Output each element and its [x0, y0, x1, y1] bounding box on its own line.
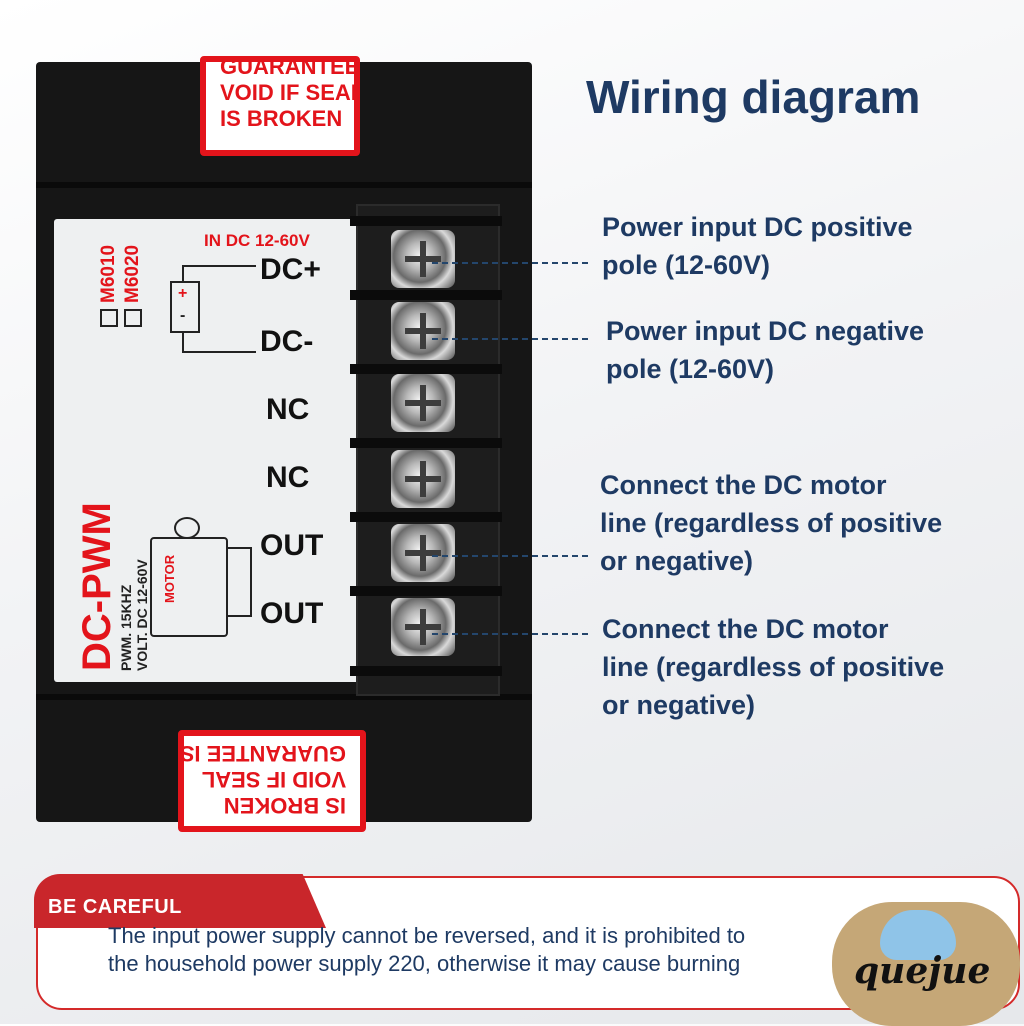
product-name: DC-PWM — [75, 502, 119, 671]
note-line: pole (12-60V) — [606, 354, 775, 384]
note-line: Connect the DC motor — [602, 614, 889, 644]
note-motor-out-2: Connect the DC motor line (regardless of… — [602, 610, 944, 724]
screw-terminal-out — [391, 598, 455, 656]
label-panel: IN DC 12-60V M6010 M6020 + - DC-PWM — [54, 219, 369, 682]
note-line: pole (12-60V) — [602, 250, 771, 280]
device-groove — [36, 182, 532, 188]
screw-terminal-nc — [391, 450, 455, 508]
terminal-label-dc-positive: DC+ — [260, 253, 321, 286]
leader-line-out — [432, 555, 588, 557]
note-line: or negative) — [602, 690, 756, 720]
model-list: M6010 M6020 — [98, 245, 144, 327]
terminal-label-nc: NC — [266, 461, 310, 494]
terminal-divider — [350, 666, 502, 676]
device-groove — [36, 694, 532, 700]
seal-line: VOID IF SEAL — [220, 80, 360, 105]
seal-line: IS BROKEN — [220, 106, 343, 131]
spec-voltage: VOLT. DC 12-60V — [134, 559, 150, 671]
terminal-divider — [350, 438, 502, 448]
screw-terminal-dc-positive — [391, 230, 455, 288]
motor-label: MOTOR — [162, 554, 177, 603]
terminal-block — [350, 204, 502, 696]
note-line: or negative) — [600, 546, 754, 576]
seal-line: GUARANTEE IS — [220, 56, 360, 79]
terminal-divider — [350, 216, 502, 226]
terminal-divider — [350, 512, 502, 522]
terminal-label-nc: NC — [266, 393, 310, 426]
leader-line-dc-negative — [432, 338, 588, 340]
note-dc-positive: Power input DC positive pole (12-60V) — [602, 208, 913, 284]
seal-line: GUARANTEE IS — [179, 741, 346, 766]
warning-tag-label: BE CAREFUL — [48, 896, 182, 918]
seal-line: IS BROKEN — [223, 793, 346, 818]
leader-line-dc-positive — [432, 262, 588, 264]
warranty-seal-bottom: IS BROKEN VOID IF SEAL GUARANTEE IS — [178, 730, 366, 832]
terminal-label-out: OUT — [260, 529, 324, 562]
wire-negative — [182, 331, 256, 353]
wire-positive — [182, 265, 256, 283]
screw-terminal-nc — [391, 374, 455, 432]
page-title: Wiring diagram — [586, 71, 921, 123]
battery-symbol: + - — [170, 281, 200, 333]
brand-logo-text: quejue — [854, 950, 991, 992]
input-voltage-label: IN DC 12-60V — [204, 231, 310, 250]
spec-frequency: PWM. 15KHZ — [118, 584, 134, 671]
warning-line: the household power supply 220, otherwis… — [108, 951, 741, 976]
note-dc-negative: Power input DC negative pole (12-60V) — [606, 312, 924, 388]
terminal-label-out: OUT — [260, 597, 324, 630]
note-line: Connect the DC motor — [600, 470, 887, 500]
screw-terminal-out — [391, 524, 455, 582]
terminal-divider — [350, 586, 502, 596]
warranty-seal-top: GUARANTEE IS VOID IF SEAL IS BROKEN — [200, 56, 360, 156]
model-checkbox — [124, 309, 142, 327]
leader-line-out — [432, 633, 588, 635]
warning-text: The input power supply cannot be reverse… — [108, 922, 745, 978]
controller-device: GUARANTEE IS VOID IF SEAL IS BROKEN IN D… — [36, 56, 532, 832]
motor-wires — [226, 547, 252, 617]
product-block: DC-PWM PWM. 15KHZ VOLT. DC 12-60V — [75, 502, 150, 671]
terminal-divider — [350, 290, 502, 300]
seal-line: VOID IF SEAL — [201, 767, 346, 792]
model-checkbox — [100, 309, 118, 327]
model-name: M6020 — [122, 244, 143, 303]
terminal-divider — [350, 364, 502, 374]
elephant-icon — [880, 910, 956, 960]
warning-line: The input power supply cannot be reverse… — [108, 923, 746, 948]
terminal-label-dc-negative: DC- — [260, 325, 314, 358]
screw-terminal-dc-negative — [391, 302, 455, 360]
note-motor-out-1: Connect the DC motor line (regardless of… — [600, 466, 942, 580]
rotation-icon — [174, 517, 200, 539]
warning-tag: BE CAREFUL — [34, 874, 326, 928]
model-name: M6010 — [98, 244, 119, 303]
note-line: line (regardless of positive — [602, 652, 945, 682]
note-line: Power input DC positive — [602, 212, 913, 242]
motor-symbol: MOTOR — [150, 537, 228, 637]
note-line: Power input DC negative — [606, 316, 925, 346]
note-line: line (regardless of positive — [600, 508, 943, 538]
